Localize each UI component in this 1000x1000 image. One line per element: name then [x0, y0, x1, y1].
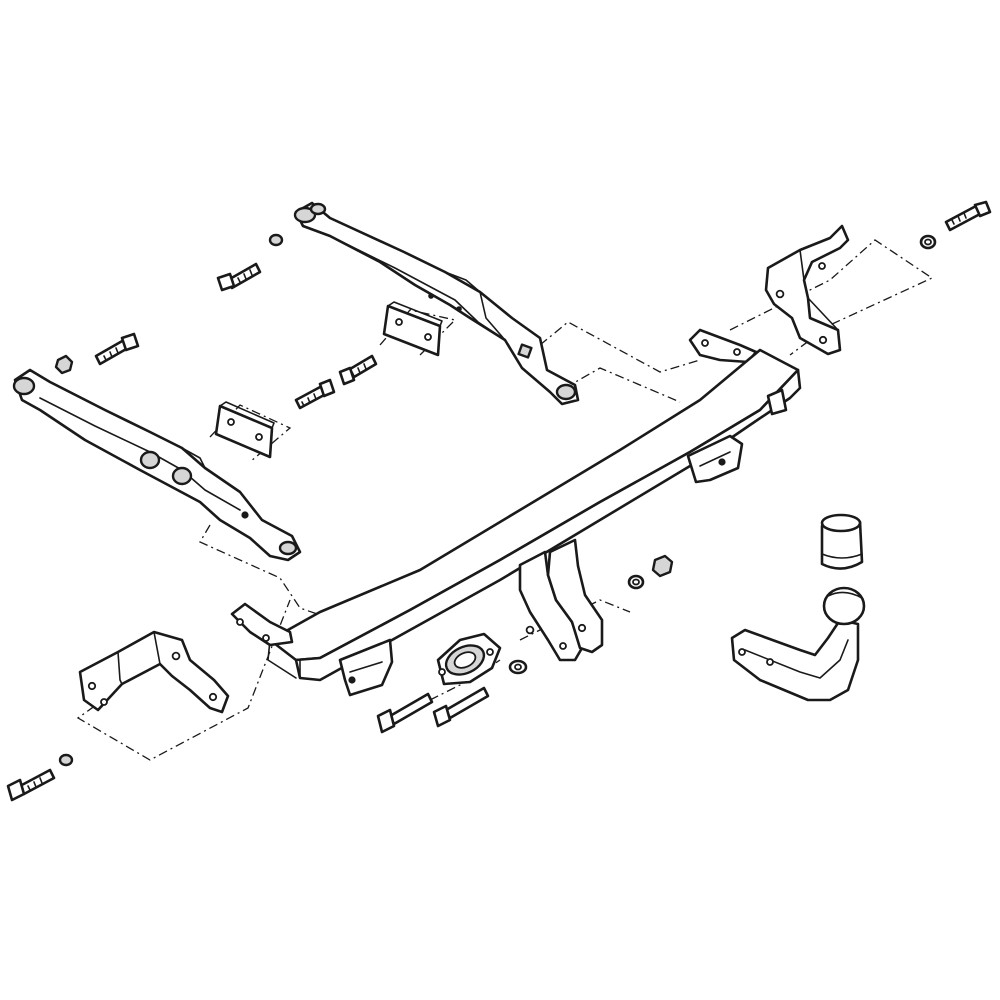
assembly-line-right-arm — [539, 321, 701, 373]
bolt-plate-left — [294, 378, 336, 410]
nuts — [54, 354, 674, 578]
bolt-socket-1 — [376, 692, 434, 734]
center-drop-plate — [518, 538, 604, 662]
washers — [508, 234, 937, 675]
spacer-plate-right — [382, 301, 443, 357]
assembly-line-left-bracket — [76, 599, 291, 761]
bolt-socket-2 — [432, 686, 490, 728]
tow-ball-neck — [730, 618, 860, 702]
assembly-line-right-arm-lower — [564, 367, 681, 403]
bolt-plate-right — [338, 354, 378, 386]
spacer-plate-left — [214, 401, 275, 459]
left-chassis-arm — [12, 368, 302, 562]
assembly-line-left-arm — [199, 524, 341, 623]
tow-ball — [822, 586, 866, 626]
assembly-line-drop-plate — [519, 599, 631, 641]
nut-drop-plate — [651, 554, 674, 578]
right-chassis-arm — [293, 201, 580, 406]
crossbar — [230, 328, 802, 697]
bolt-top-right — [944, 200, 992, 232]
bolt-top-center — [216, 233, 284, 292]
left-side-bracket — [78, 630, 230, 714]
socket-plate — [436, 632, 502, 686]
bolt-bottom-left — [6, 753, 74, 802]
bolts — [6, 200, 992, 802]
right-side-bracket — [764, 224, 850, 356]
tow-ball-cap — [820, 513, 864, 570]
nut-left-top — [54, 354, 74, 375]
